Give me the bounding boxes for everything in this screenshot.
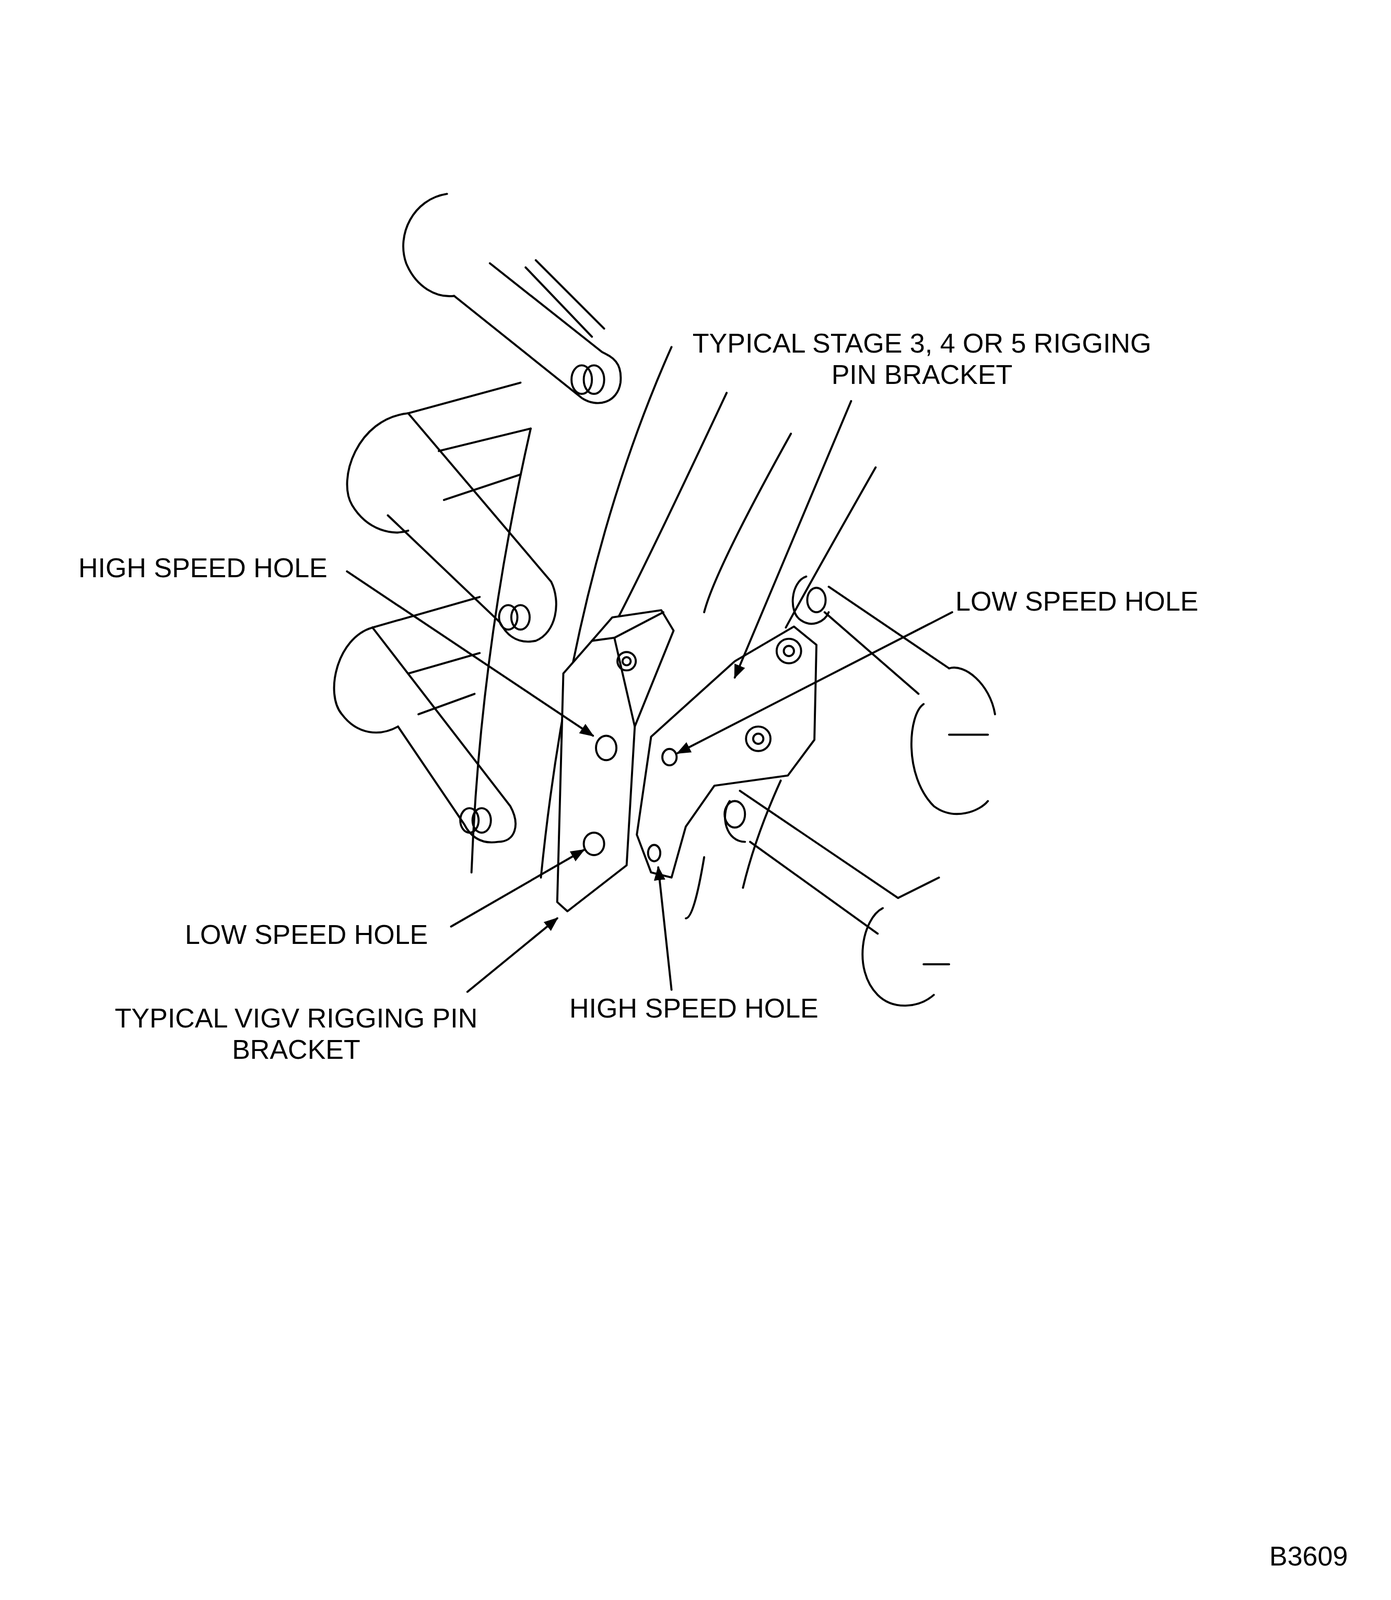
hole-label-text: HIGH SPEED HOLE	[78, 552, 328, 583]
hole-label-text: HIGH SPEED HOLE	[569, 992, 819, 1024]
part-name: TYPICAL STAGE 3, 4 OR 5 RIGGING PIN BRAC…	[686, 328, 1157, 391]
figure-number: B3609	[1269, 1540, 1374, 1573]
part-name: TYPICAL VIGV RIGGING PIN BRACKET	[97, 1002, 495, 1066]
part-name-text: TYPICAL STAGE 3, 4 OR 5 RIGGING PIN BRAC…	[692, 328, 1152, 390]
part-name-text: TYPICAL VIGV RIGGING PIN BRACKET	[114, 1002, 478, 1065]
hole-label-text: LOW SPEED HOLE	[184, 919, 428, 950]
hole-label-text: LOW SPEED HOLE	[955, 586, 1199, 617]
hole-label: LOW SPEED HOLE	[184, 919, 478, 951]
figure-number-text: B3609	[1269, 1540, 1348, 1572]
hole-label: HIGH SPEED HOLE	[569, 992, 862, 1025]
hole-label: HIGH SPEED HOLE	[78, 552, 371, 584]
hole-label: LOW SPEED HOLE	[955, 586, 1248, 618]
